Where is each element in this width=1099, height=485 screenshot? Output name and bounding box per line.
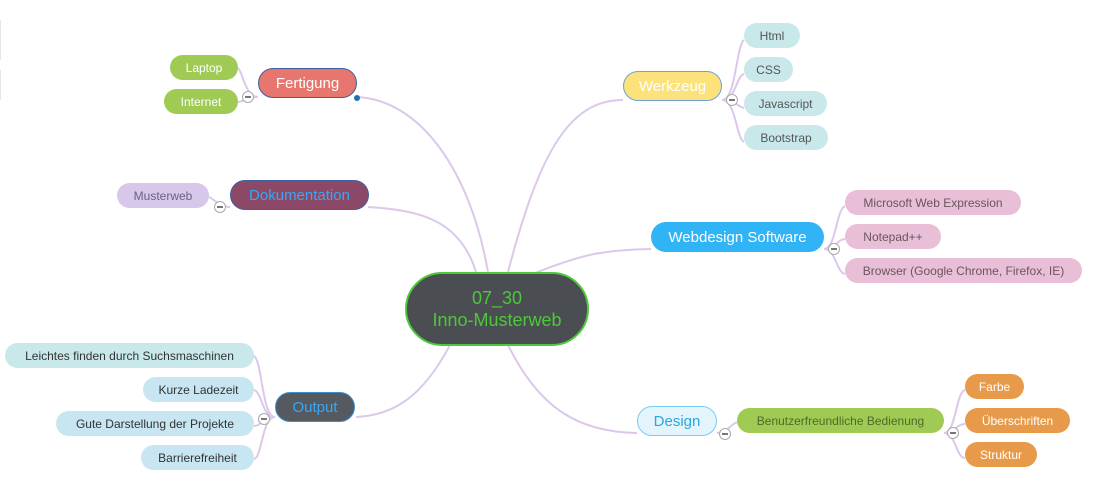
leaf-farbe[interactable]: Farbe bbox=[965, 374, 1024, 399]
leaf-browser-label: Browser (Google Chrome, Firefox, IE) bbox=[862, 263, 1065, 278]
collapse-webdesign-icon[interactable] bbox=[828, 243, 840, 255]
leaf-barrierefreiheit[interactable]: Barrierefreiheit bbox=[141, 445, 254, 470]
left-edge-bar-1 bbox=[0, 20, 4, 60]
connector-center-design bbox=[507, 344, 638, 434]
collapse-dokumentation-icon[interactable] bbox=[214, 201, 226, 213]
leaf-css[interactable]: CSS bbox=[744, 57, 793, 82]
leaf-ms-web-expression[interactable]: Microsoft Web Expression bbox=[845, 190, 1021, 215]
connector-center-werkzeug bbox=[507, 99, 624, 273]
topic-fertigung[interactable]: Fertigung bbox=[258, 68, 357, 98]
leaf-javascript-label: Javascript bbox=[758, 96, 813, 111]
connector-werkzeug-children bbox=[721, 39, 745, 143]
leaf-darstellung-label: Gute Darstellung der Projekte bbox=[75, 416, 235, 431]
collapse-benutzerfreundlich-icon[interactable] bbox=[947, 427, 959, 439]
topic-output-label: Output bbox=[292, 398, 338, 416]
leaf-struktur[interactable]: Struktur bbox=[965, 442, 1037, 467]
leaf-html-label: Html bbox=[759, 28, 785, 43]
connector-design-children bbox=[943, 389, 966, 459]
leaf-suchmaschinen-label: Leichtes finden durch Suchsmaschinen bbox=[25, 348, 234, 363]
leaf-farbe-label: Farbe bbox=[978, 379, 1011, 394]
topic-dokumentation-label: Dokumentation bbox=[249, 186, 350, 204]
leaf-bootstrap-label: Bootstrap bbox=[760, 130, 812, 145]
connector-output-children bbox=[253, 355, 276, 460]
leaf-internet-label: Internet bbox=[180, 94, 222, 109]
leaf-ladezeit[interactable]: Kurze Ladezeit bbox=[143, 377, 254, 402]
leaf-musterweb-label: Musterweb bbox=[133, 188, 193, 203]
leaf-javascript[interactable]: Javascript bbox=[744, 91, 827, 116]
leaf-notepad-label: Notepad++ bbox=[863, 229, 923, 244]
topic-webdesign-software[interactable]: Webdesign Software bbox=[651, 222, 824, 252]
central-topic-line2: Inno-Musterweb bbox=[432, 310, 562, 330]
leaf-barrierefreiheit-label: Barrierefreiheit bbox=[158, 450, 237, 465]
topic-design-label: Design bbox=[653, 412, 701, 430]
topic-output[interactable]: Output bbox=[275, 392, 355, 422]
connector-center-fertigung bbox=[356, 96, 489, 273]
leaf-ladezeit-label: Kurze Ladezeit bbox=[158, 382, 239, 397]
left-edge-bar-2 bbox=[0, 70, 4, 100]
topic-fertigung-label: Fertigung bbox=[275, 74, 340, 92]
leaf-notepad[interactable]: Notepad++ bbox=[845, 224, 941, 249]
leaf-browser[interactable]: Browser (Google Chrome, Firefox, IE) bbox=[845, 258, 1082, 283]
collapse-werkzeug-icon[interactable] bbox=[726, 94, 738, 106]
leaf-internet[interactable]: Internet bbox=[164, 89, 238, 114]
leaf-ueberschriften-label: Überschriften bbox=[981, 413, 1054, 428]
subtopic-benutzerfreundliche-bedienung-label: Benutzerfreundliche Bedienung bbox=[756, 413, 925, 428]
leaf-laptop-label: Laptop bbox=[185, 60, 223, 75]
central-topic-line1: 07_30 bbox=[471, 288, 523, 308]
collapse-output-icon[interactable] bbox=[258, 413, 270, 425]
leaf-musterweb[interactable]: Musterweb bbox=[117, 183, 209, 208]
topic-design[interactable]: Design bbox=[637, 406, 717, 436]
fertigung-selection-dot bbox=[354, 95, 360, 101]
central-topic[interactable]: 07_30 Inno-Musterweb bbox=[405, 272, 589, 346]
connector-webdesign-children bbox=[823, 205, 846, 275]
leaf-laptop[interactable]: Laptop bbox=[170, 55, 238, 80]
leaf-struktur-label: Struktur bbox=[979, 447, 1022, 462]
collapse-fertigung-icon[interactable] bbox=[242, 91, 254, 103]
topic-werkzeug[interactable]: Werkzeug bbox=[623, 71, 722, 101]
subtopic-benutzerfreundliche-bedienung[interactable]: Benutzerfreundliche Bedienung bbox=[737, 408, 944, 433]
leaf-darstellung[interactable]: Gute Darstellung der Projekte bbox=[56, 411, 254, 436]
topic-webdesign-software-label: Webdesign Software bbox=[668, 228, 807, 246]
leaf-ueberschriften[interactable]: Überschriften bbox=[965, 408, 1070, 433]
topic-dokumentation[interactable]: Dokumentation bbox=[230, 180, 369, 210]
collapse-design-icon[interactable] bbox=[719, 428, 731, 440]
leaf-html[interactable]: Html bbox=[744, 23, 800, 48]
leaf-bootstrap[interactable]: Bootstrap bbox=[744, 125, 828, 150]
topic-werkzeug-label: Werkzeug bbox=[638, 77, 707, 95]
leaf-css-label: CSS bbox=[756, 62, 781, 77]
leaf-suchmaschinen[interactable]: Leichtes finden durch Suchsmaschinen bbox=[5, 343, 254, 368]
connector-center-dokumentation bbox=[367, 206, 477, 273]
leaf-ms-web-expression-label: Microsoft Web Expression bbox=[863, 195, 1003, 210]
